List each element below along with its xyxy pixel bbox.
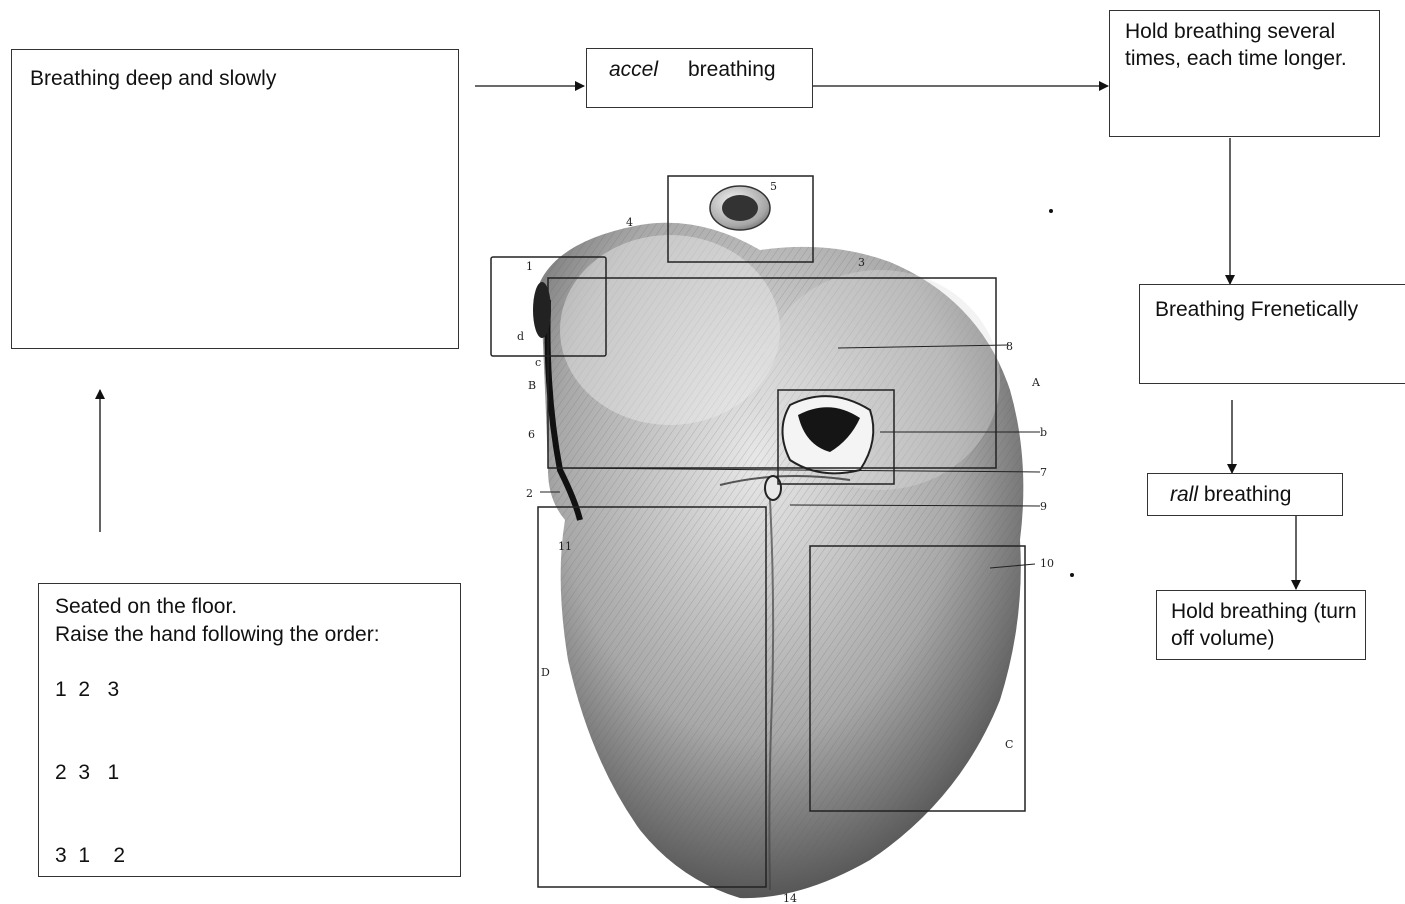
heart-label-b: b	[1040, 426, 1047, 439]
heart-label-7: 7	[1040, 466, 1047, 479]
heart-illustration: 5 4 3 1 d c B A 8 b 6 7 2 9 10 11 D C 14	[491, 176, 1074, 904]
box-hold-turn-off-volume: Hold breathing (turn off volume)	[1156, 590, 1366, 660]
heart-label-3: 3	[858, 256, 865, 269]
heart-label-6: 6	[528, 428, 535, 441]
heart-label-c-upper: C	[1005, 738, 1013, 751]
box-hold-several-label: Hold breathing several times, each time …	[1125, 19, 1365, 73]
heart-label-1: 1	[526, 260, 533, 273]
box-frenetically-label: Breathing Frenetically	[1155, 296, 1358, 323]
order-row-1: 1 2 3	[55, 676, 119, 703]
heart-label-b-upper: B	[528, 379, 536, 392]
heart-label-5: 5	[770, 180, 777, 193]
seated-line-1: Seated on the floor.	[55, 593, 237, 620]
heart-label-d: d	[517, 330, 524, 343]
heart-label-2: 2	[526, 487, 533, 500]
box-accel-breathing: accel breathing	[586, 48, 813, 108]
box-rall-line: rall breathing	[1170, 481, 1291, 508]
box-accel-tempo: accel	[609, 56, 658, 83]
box-breathing-deep-slowly: Breathing deep and slowly	[11, 49, 459, 349]
heart-label-a-upper: A	[1031, 376, 1041, 389]
heart-label-11: 11	[558, 540, 572, 553]
heart-label-d-upper: D	[541, 666, 550, 679]
order-row-3: 3 1 2	[55, 842, 125, 869]
seated-line-2: Raise the hand following the order:	[55, 621, 380, 648]
heart-label-8: 8	[1006, 340, 1013, 353]
heart-label-9: 9	[1040, 500, 1047, 513]
box-accel-label: breathing	[688, 56, 776, 83]
order-row-2: 2 3 1	[55, 759, 119, 786]
box-breathing-deep-slowly-label: Breathing deep and slowly	[30, 65, 276, 92]
box-rall-tempo: rall	[1170, 483, 1198, 506]
heart-label-14: 14	[783, 892, 797, 904]
box-hold-several-times: Hold breathing several times, each time …	[1109, 10, 1380, 137]
heart-label-10: 10	[1040, 557, 1054, 570]
box-rall-breathing: rall breathing	[1147, 473, 1343, 516]
box-hold-off-label: Hold breathing (turn off volume)	[1171, 598, 1361, 653]
heart-label-4: 4	[626, 216, 633, 229]
box-rall-label: breathing	[1198, 483, 1291, 506]
heart-label-c: c	[535, 356, 541, 369]
box-breathing-frenetically: Breathing Frenetically	[1139, 284, 1405, 384]
box-seated-instructions: Seated on the floor. Raise the hand foll…	[38, 583, 461, 877]
